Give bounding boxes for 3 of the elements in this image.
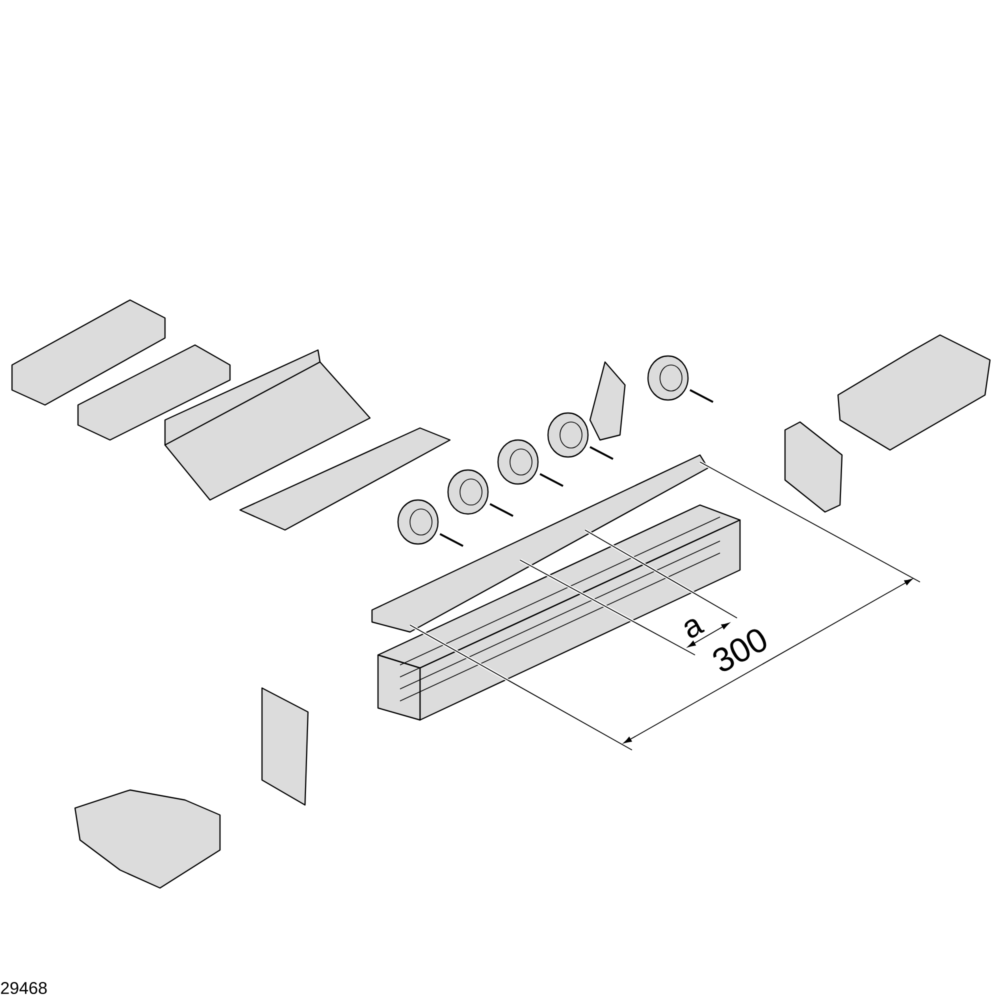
- dimension-label: a: [684, 619, 705, 638]
- drawing-number: 29468: [1, 982, 47, 994]
- dimension-label: 300: [713, 629, 766, 672]
